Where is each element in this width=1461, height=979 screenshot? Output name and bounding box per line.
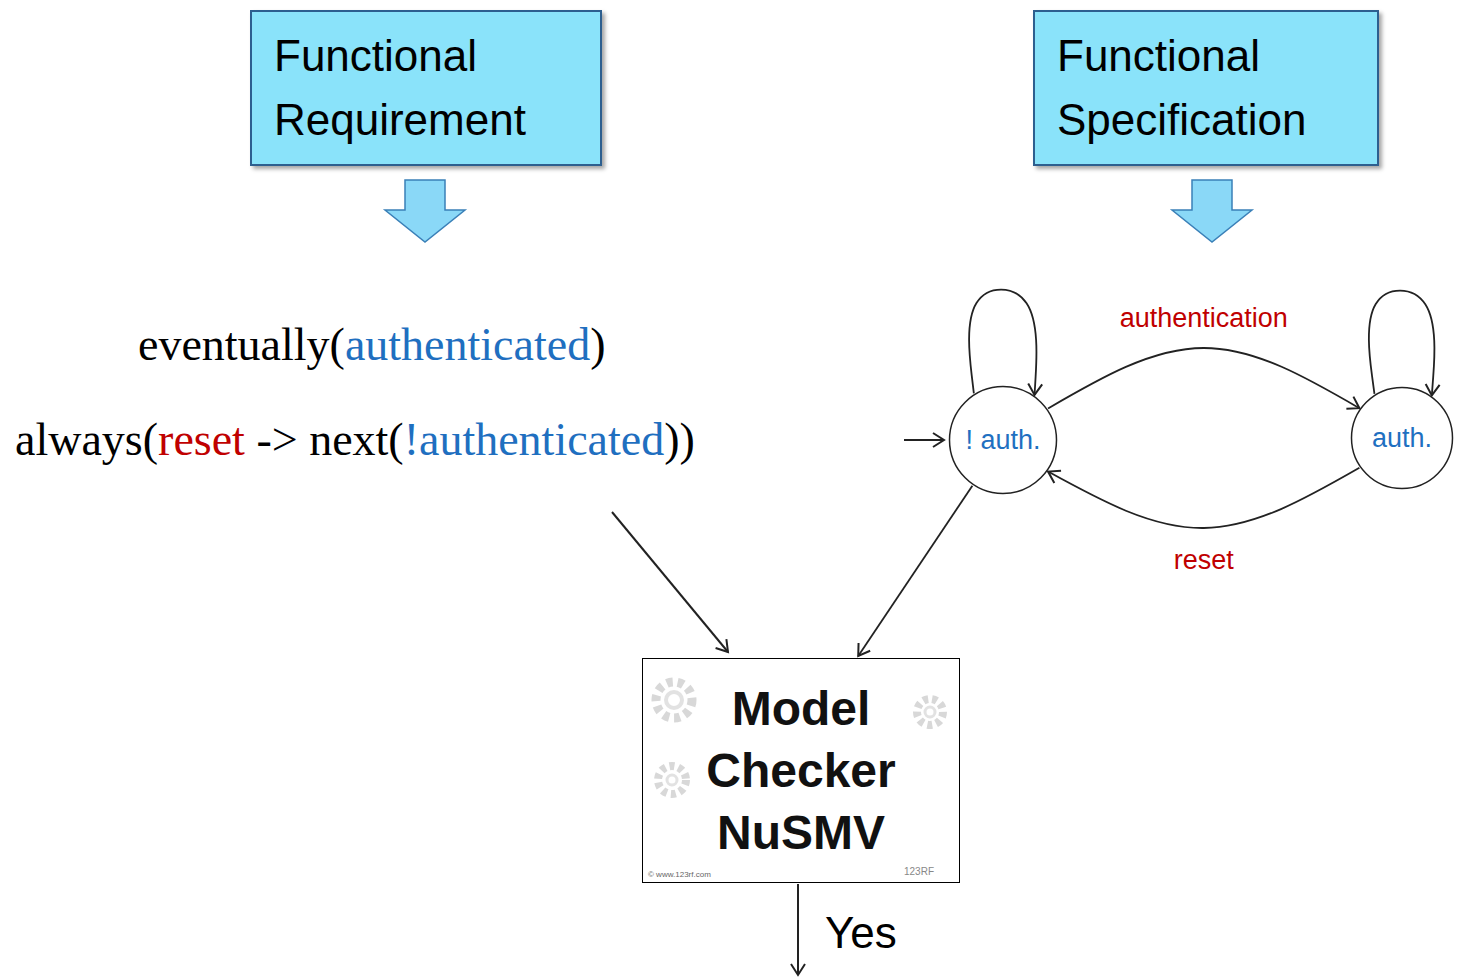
circle-outline xyxy=(950,387,1057,494)
formula-part: authenticated xyxy=(345,319,590,370)
node-text: ! auth. xyxy=(965,425,1040,456)
requirement-box: Functional Requirement xyxy=(250,10,602,166)
node-text: auth. xyxy=(1372,423,1432,454)
block-arrow xyxy=(1172,180,1252,242)
watermark: 123RF xyxy=(904,866,934,877)
output-label: Yes xyxy=(825,908,897,958)
formula-part: !authenticated xyxy=(404,414,665,465)
node-text: Functional Requirement xyxy=(274,24,586,152)
formula-part: always( xyxy=(15,414,158,465)
formula-part: reset xyxy=(158,414,245,465)
formula-line: eventually(authenticated) xyxy=(138,318,605,371)
circle-outline xyxy=(1352,388,1453,489)
transition-arrow xyxy=(1048,468,1359,528)
model-checker-box: Model Checker NuSMV xyxy=(642,658,960,883)
node-text: Model Checker NuSMV xyxy=(683,678,919,864)
formula-part: eventually( xyxy=(138,319,345,370)
watermark: © www.123rf.com xyxy=(648,870,711,879)
transition-label: authentication xyxy=(1117,303,1291,334)
transition-arrow xyxy=(969,290,1036,395)
transition-arrow xyxy=(858,486,972,656)
input-arrow xyxy=(612,512,728,652)
initial-arrow xyxy=(904,439,944,441)
transition-arrow xyxy=(1369,291,1435,396)
formula-part: )) xyxy=(664,414,695,465)
formula-line: always(reset-> next(!authenticated)) xyxy=(15,413,695,466)
formula-part: ) xyxy=(590,319,605,370)
block-arrow xyxy=(385,180,465,242)
node-text: Functional Specification xyxy=(1057,24,1363,152)
state-circle: ! auth. xyxy=(948,385,1058,495)
output-arrow xyxy=(797,884,799,975)
transition-arrow xyxy=(1048,348,1359,408)
formula-part: -> next( xyxy=(256,414,403,465)
specification-box: Functional Specification xyxy=(1033,10,1379,166)
transition-label: reset xyxy=(1171,545,1237,576)
state-circle: auth. xyxy=(1350,386,1454,490)
